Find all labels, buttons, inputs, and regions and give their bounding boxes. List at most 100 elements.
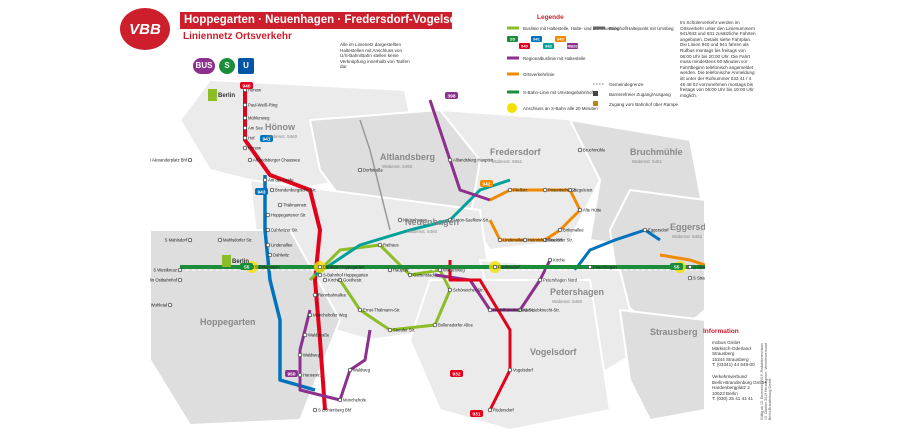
stop-marker[interactable]	[322, 277, 328, 283]
stop-marker[interactable]	[217, 237, 223, 243]
stop-marker[interactable]	[337, 397, 343, 403]
stop-marker[interactable]	[187, 237, 193, 243]
route-badge[interactable]	[240, 82, 253, 89]
stop-marker[interactable]	[177, 267, 183, 273]
stop-marker[interactable]	[242, 115, 248, 121]
stop-marker[interactable]	[642, 227, 648, 233]
stop-marker[interactable]	[242, 125, 248, 131]
stop-label: Hauptstr.	[393, 268, 410, 273]
stop-marker[interactable]	[587, 264, 593, 270]
region-code: Wabenst. 5561	[492, 159, 523, 164]
stop-marker[interactable]	[492, 264, 498, 270]
stop-marker[interactable]	[447, 217, 453, 223]
stop-marker[interactable]	[517, 307, 523, 313]
stop-marker[interactable]	[577, 207, 583, 213]
stop-marker[interactable]	[265, 212, 271, 218]
route-badge[interactable]	[285, 370, 298, 377]
route-badge[interactable]	[445, 92, 458, 99]
stop-label: Bollensdorfer Allee	[438, 323, 474, 328]
stop-marker[interactable]	[262, 177, 268, 183]
stop-marker[interactable]	[387, 267, 393, 273]
stop-marker[interactable]	[357, 167, 363, 173]
route-badge-label: 932	[452, 371, 460, 377]
stop-marker[interactable]	[297, 372, 303, 378]
stop-marker[interactable]	[242, 135, 248, 141]
stop-marker[interactable]	[167, 302, 173, 308]
stop-label: Heinrich-Heine-Str.	[528, 238, 563, 243]
stop-marker[interactable]	[577, 147, 583, 153]
stop-marker[interactable]	[537, 277, 543, 283]
stop-label: Thälmannstr.	[283, 203, 307, 208]
legend-swatch	[593, 91, 598, 96]
stop-marker[interactable]	[437, 267, 443, 273]
stop-marker[interactable]	[265, 242, 271, 248]
stop-label: Vogelsdorf	[513, 368, 534, 373]
stop-marker[interactable]	[312, 407, 318, 413]
stop-marker[interactable]	[377, 242, 383, 248]
stop-marker[interactable]	[337, 277, 343, 283]
stop-marker[interactable]	[432, 322, 438, 328]
stop-marker[interactable]	[522, 237, 528, 243]
stop-label: Birkenallee	[563, 228, 584, 233]
stop-marker[interactable]	[347, 367, 353, 373]
stop-marker[interactable]	[687, 264, 693, 270]
stop-label: Schöneicher Str.	[453, 288, 484, 293]
info-line: Berlin-Brandenburg GmbH	[712, 379, 767, 385]
stop-marker[interactable]	[542, 187, 548, 193]
legend-item: Zugang vom Bahnhof über Rampe	[609, 102, 679, 107]
stop-marker[interactable]	[447, 287, 453, 293]
stop-marker[interactable]	[687, 275, 693, 281]
stop-marker[interactable]	[317, 272, 323, 278]
stop-label: Altlandsberg Hauptstr.	[453, 158, 494, 163]
stop-marker[interactable]	[407, 272, 413, 278]
s-bahn-icon: S	[219, 58, 235, 74]
stop-label: Lindenallee	[271, 243, 293, 248]
stop-marker[interactable]	[297, 352, 303, 358]
route-badge[interactable]	[240, 263, 253, 270]
stop-label: Paul-Weiß-Ring	[248, 103, 278, 108]
route-badge[interactable]	[670, 263, 683, 270]
stop-marker[interactable]	[447, 157, 453, 163]
info-title: Information	[703, 328, 739, 335]
stop-marker[interactable]	[547, 257, 553, 263]
route-badge[interactable]	[470, 410, 483, 417]
route-line	[659, 253, 705, 267]
stop-label: Mühlenweg	[248, 116, 270, 121]
stop-marker[interactable]	[247, 157, 253, 163]
stop-label: S Mahlsdorf	[165, 238, 188, 243]
stop-marker[interactable]	[267, 252, 273, 258]
stop-marker[interactable]	[317, 264, 323, 270]
stop-marker[interactable]	[307, 312, 313, 318]
stop-marker[interactable]	[302, 332, 308, 338]
stop-marker[interactable]	[387, 327, 393, 333]
stop-marker[interactable]	[242, 102, 248, 108]
info-line: Märkisch-Oderland	[712, 345, 751, 351]
stop-marker[interactable]	[487, 307, 493, 313]
stop-marker[interactable]	[277, 202, 283, 208]
stop-marker[interactable]	[497, 237, 503, 243]
stop-marker[interactable]	[312, 292, 318, 298]
route-badge[interactable]	[480, 180, 493, 187]
stop-marker[interactable]	[507, 367, 513, 373]
stop-marker[interactable]	[487, 407, 493, 413]
route-badge[interactable]	[260, 135, 273, 142]
stop-marker[interactable]	[242, 145, 248, 151]
stop-marker[interactable]	[357, 307, 363, 313]
stop-marker[interactable]	[567, 187, 573, 193]
legend-item: Barrierefreier Zugang/Ausgang	[609, 92, 671, 97]
stop-marker[interactable]	[507, 187, 513, 193]
stop-label: Münchehofe	[343, 398, 367, 403]
stop-marker[interactable]	[187, 157, 193, 163]
stop-marker[interactable]	[542, 237, 548, 243]
route-badge[interactable]	[255, 188, 268, 195]
stop-marker[interactable]	[177, 277, 183, 283]
stop-label: Berlin Ostbahnhof	[150, 278, 178, 283]
stop-marker[interactable]	[265, 227, 271, 233]
info-line: T: (03341) 44 648-00	[712, 362, 755, 368]
region-label: Strausberg	[650, 327, 698, 337]
stop-label: Goethestr.	[343, 278, 362, 283]
stop-marker[interactable]	[269, 187, 275, 193]
stop-marker[interactable]	[557, 227, 563, 233]
stop-marker[interactable]	[397, 217, 403, 223]
route-badge[interactable]	[450, 370, 463, 377]
